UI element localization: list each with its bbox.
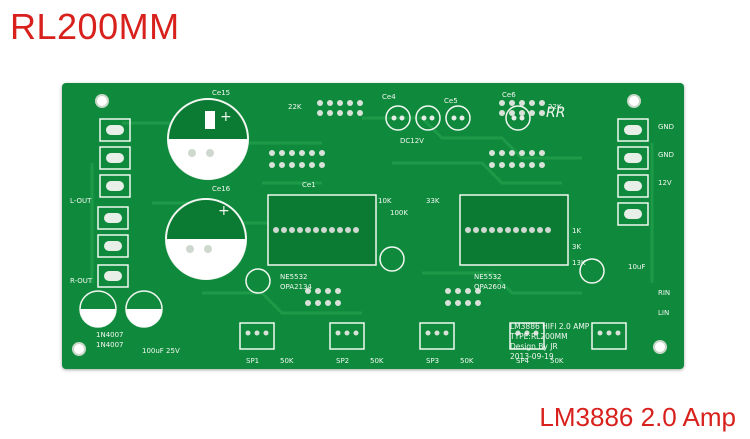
product-subtitle: LM3886 2.0 Amp	[539, 402, 736, 432]
pot-value-label: 50K	[370, 357, 384, 365]
chip-label: NE5532	[280, 273, 307, 281]
cap-label: Ce15	[212, 89, 230, 97]
connector-label: L-OUT	[70, 197, 92, 205]
cap-label: Ce1	[302, 181, 316, 189]
info-line: TYPE:RL200MM	[509, 332, 568, 341]
pot-holes	[245, 330, 621, 336]
info-line: LM3886 HIFI 2.0 AMP	[510, 322, 590, 331]
chip-label: OPA2134	[280, 283, 312, 291]
resistor-label: 10K	[378, 197, 392, 205]
pot-value-label: 50K	[280, 357, 294, 365]
pot-value-label: 50K	[550, 357, 564, 365]
right-terminal-holes	[624, 125, 642, 219]
connector-label: SP4	[516, 357, 530, 365]
cap-label: Ce5	[444, 97, 458, 105]
mounting-holes	[72, 94, 667, 356]
cap-label: Ce6	[502, 91, 516, 99]
cap-value-label: 100uF 25V	[142, 347, 180, 355]
left-terminals	[97, 118, 131, 288]
resistor-label: 22K	[548, 103, 562, 111]
resistor-label: 100K	[390, 209, 408, 217]
diode-label: 1N4007	[96, 331, 124, 339]
amp-chip-pad-right	[459, 194, 569, 266]
connector-label: LIN	[658, 309, 669, 317]
chip-label: OPA2604	[474, 283, 506, 291]
resistor-label: 22K	[288, 103, 302, 111]
product-title: RL200MM	[10, 6, 180, 47]
resistor-label: 13K	[572, 259, 586, 267]
pcb-board: + +	[62, 83, 684, 369]
left-terminal-holes	[104, 125, 124, 281]
board-info: LM3886 HIFI 2.0 AMP TYPE:RL200MM Design …	[509, 322, 590, 361]
amp-chip-pad-left	[267, 194, 377, 266]
cap-value-label: 10uF	[628, 263, 645, 271]
connector-label: GND	[658, 123, 674, 131]
pot-value-label: 50K	[460, 357, 474, 365]
header-pads	[269, 100, 545, 306]
board-logo: RR	[546, 105, 565, 121]
big-capacitor-bottom: +	[165, 198, 247, 280]
resistor-label: 3K	[572, 243, 581, 251]
power-label: DC12V	[400, 137, 424, 145]
svg-text:+: +	[218, 203, 230, 219]
diode-label: 1N4007	[96, 341, 124, 349]
resistor-label: 33K	[426, 197, 440, 205]
connector-label: SP2	[336, 357, 349, 365]
info-line: 2013-09-19	[510, 352, 554, 361]
chip-label: NE5532	[474, 273, 501, 281]
right-terminals	[617, 118, 649, 226]
connector-label: SP3	[426, 357, 439, 365]
connector-label: R-OUT	[70, 277, 93, 285]
svg-text:+: +	[220, 109, 232, 125]
small-cap-holes	[80, 115, 525, 327]
big-capacitor-top: +	[167, 98, 249, 180]
pcb-artwork: + +	[70, 89, 674, 365]
connector-label: SP1	[246, 357, 259, 365]
cap-label: Ce16	[212, 185, 231, 193]
resistor-label: 1K	[572, 227, 581, 235]
cap-label: Ce4	[382, 93, 396, 101]
connector-label: 12V	[658, 179, 672, 187]
info-line: Design By JR	[510, 342, 558, 351]
potentiometers	[239, 322, 627, 350]
connector-label: RIN	[658, 289, 670, 297]
connector-label: GND	[658, 151, 674, 159]
silkscreen-labels: Ce16 Ce15 Ce1 Ce4 Ce5 Ce6 22K 22K 10K 10…	[70, 89, 674, 365]
